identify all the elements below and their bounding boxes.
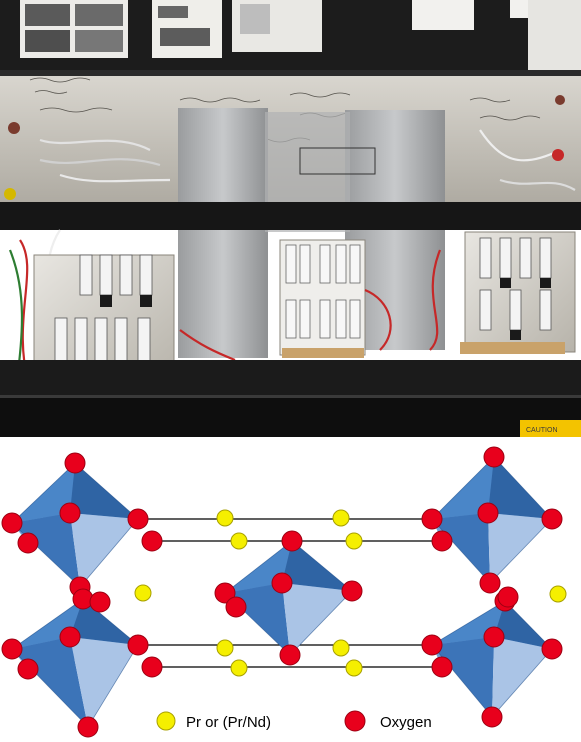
cabinet-left bbox=[178, 108, 268, 358]
legend-oxygen-label: Oxygen bbox=[380, 714, 432, 731]
oxygen-atom bbox=[59, 626, 81, 648]
pr-ion bbox=[345, 532, 363, 550]
oxygen-atom bbox=[431, 656, 453, 678]
oxygen-atom bbox=[141, 656, 163, 678]
legend-pr-label: Pr or (Pr/Nd) bbox=[186, 714, 271, 731]
oxygen-atom bbox=[141, 530, 163, 552]
legend: Pr or (Pr/Nd) Oxygen bbox=[156, 710, 432, 732]
bench-top bbox=[0, 360, 581, 398]
posted-papers bbox=[20, 0, 581, 78]
oxygen-atom bbox=[214, 582, 236, 604]
pr-ion bbox=[332, 509, 350, 527]
pr-ions-group bbox=[134, 509, 567, 677]
oxygen-atom bbox=[483, 446, 505, 468]
pr-ion bbox=[134, 584, 152, 602]
oxygen-atom bbox=[1, 638, 23, 660]
oxygen-atom bbox=[89, 591, 111, 613]
sash-bar-lower bbox=[0, 202, 581, 230]
crystal-structure-diagram: Pr or (Pr/Nd) Oxygen bbox=[0, 437, 581, 742]
pr-ion bbox=[332, 639, 350, 657]
oxygen-atom bbox=[421, 508, 443, 530]
oxygen-atom bbox=[17, 658, 39, 680]
oxygen-atom bbox=[127, 634, 149, 656]
legend-pr-marker bbox=[156, 711, 176, 731]
caution-label: CAUTION bbox=[526, 427, 558, 434]
octahedron-top-right bbox=[431, 456, 553, 584]
legend-oxygen-marker bbox=[344, 710, 366, 732]
oxygen-atom bbox=[1, 512, 23, 534]
octahedron-top-left bbox=[11, 462, 139, 588]
flowmeter-panel-center bbox=[279, 239, 366, 358]
oxygen-atom bbox=[421, 634, 443, 656]
oxygen-atoms-group bbox=[1, 446, 563, 738]
oxygen-atom bbox=[483, 626, 505, 648]
flowmeter-panel-right bbox=[460, 231, 576, 354]
oxygen-atom bbox=[271, 572, 293, 594]
oxygen-atom bbox=[541, 508, 563, 530]
oxygen-atom bbox=[431, 530, 453, 552]
oxygen-atom bbox=[225, 596, 247, 618]
oxygen-atom bbox=[64, 452, 86, 474]
oxygen-atom bbox=[341, 580, 363, 602]
pr-ion bbox=[549, 585, 567, 603]
sash-bar-upper bbox=[0, 70, 581, 76]
oxygen-atom bbox=[481, 706, 503, 728]
oxygen-atom bbox=[279, 644, 301, 666]
oxygen-atom bbox=[541, 638, 563, 660]
oxygen-atom bbox=[477, 502, 499, 524]
pr-ion bbox=[230, 532, 248, 550]
pr-ion bbox=[216, 639, 234, 657]
bench-base bbox=[0, 398, 581, 437]
pr-ion bbox=[230, 659, 248, 677]
oxygen-atom bbox=[59, 502, 81, 524]
oxygen-atom bbox=[497, 586, 519, 608]
pr-ion bbox=[216, 509, 234, 527]
caution-sticker: CAUTION bbox=[520, 420, 581, 437]
oxygen-atom bbox=[77, 716, 99, 738]
lab-setup-photo: CAUTION bbox=[0, 0, 581, 437]
oxygen-atom bbox=[479, 572, 501, 594]
oxygen-atom bbox=[17, 532, 39, 554]
oxygen-atom bbox=[281, 530, 303, 552]
pr-ion bbox=[345, 659, 363, 677]
oxygen-atom bbox=[127, 508, 149, 530]
